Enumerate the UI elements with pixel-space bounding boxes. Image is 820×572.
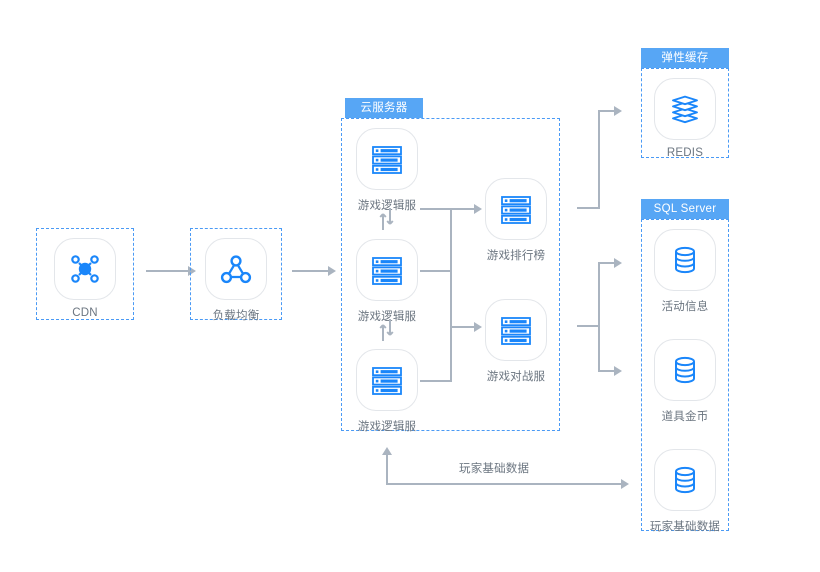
node-rank-server-label: 游戏排行榜 [486, 250, 546, 262]
node-logic-server-2-label: 游戏逻辑服 [357, 311, 417, 323]
edge-battle-to-sql-stub [577, 325, 600, 327]
load-balancer-icon [220, 255, 252, 284]
server-rack-icon [501, 317, 531, 345]
node-logic-server-3-label: 游戏逻辑服 [357, 421, 417, 433]
battle-server-tile [485, 299, 547, 361]
group-redis [641, 68, 729, 158]
edge-logic-bus [450, 208, 452, 382]
redis-tile [654, 78, 716, 140]
edge-playerdata-riser [386, 455, 388, 485]
sync-bidirectional-icon-2 [379, 319, 394, 341]
logic-server-1-tile [356, 128, 418, 190]
itemcoin-db-tile [654, 339, 716, 401]
node-activity-db-label: 活动信息 [661, 301, 709, 313]
group-ecs [341, 118, 560, 431]
group-cdn [36, 228, 134, 320]
edge-bus-to-battle-arrow [474, 322, 482, 332]
node-rank-server[interactable]: 游戏排行榜 [485, 178, 547, 263]
edge-playerdata-bottom-line [386, 483, 621, 485]
edge-bus-to-rank-arrow [474, 204, 482, 214]
node-itemcoin-db-label: 道具金币 [661, 411, 709, 423]
group-slb [190, 228, 282, 320]
load-balancer-tile [205, 238, 267, 300]
activity-db-tile [654, 229, 716, 291]
database-icon [675, 356, 695, 384]
group-redis-tab: 弹性缓存 [641, 48, 729, 68]
database-icon [675, 466, 695, 494]
node-cdn[interactable]: CDN [54, 238, 116, 319]
group-sqlserver [641, 219, 729, 531]
node-logic-server-3[interactable]: 游戏逻辑服 [356, 349, 418, 434]
node-battle-server-label: 游戏对战服 [486, 371, 546, 383]
edge-battle-to-sql-riser [598, 262, 600, 372]
edge-logic2-stub [420, 270, 452, 272]
group-sqlserver-tab: SQL Server [641, 199, 729, 219]
edge-rank-to-redis-arrow [614, 106, 622, 116]
node-logic-server-1[interactable]: 游戏逻辑服 [356, 128, 418, 213]
edge-bus-to-rank-line [450, 208, 474, 210]
cdn-tile [54, 238, 116, 300]
node-battle-server[interactable]: 游戏对战服 [485, 299, 547, 384]
server-rack-icon [372, 257, 402, 285]
server-rack-icon [501, 196, 531, 224]
sync-bidirectional-icon-1 [379, 208, 394, 230]
node-redis-label: REDIS [666, 147, 704, 159]
node-load-balancer[interactable]: 负载均衡 [205, 238, 267, 323]
node-load-balancer-label: 负载均衡 [212, 310, 260, 322]
edge-rank-to-redis-riser [598, 110, 600, 209]
edge-slb-to-ecs-line [292, 270, 328, 272]
edge-bus-to-battle-line [450, 326, 474, 328]
node-redis[interactable]: REDIS [654, 78, 716, 159]
node-logic-server-1-label: 游戏逻辑服 [357, 200, 417, 212]
edge-logic1-stub [420, 208, 452, 210]
edge-rank-to-redis-line [598, 110, 614, 112]
playerdata-db-tile [654, 449, 716, 511]
cdn-network-icon [71, 255, 99, 283]
node-activity-db[interactable]: 活动信息 [654, 229, 716, 314]
edge-battle-to-activity-line [598, 262, 614, 264]
rank-server-tile [485, 178, 547, 240]
edge-slb-to-ecs-arrow [328, 266, 336, 276]
edge-playerdata-up-arrow [382, 447, 392, 455]
edge-battle-to-itemcoin-line [598, 370, 614, 372]
server-rack-icon [372, 146, 402, 174]
node-playerdata-db-label: 玩家基础数据 [649, 521, 721, 533]
edge-rank-to-redis-stub [577, 207, 600, 209]
logic-server-3-tile [356, 349, 418, 411]
edge-logic3-stub [420, 380, 452, 382]
logic-server-2-tile [356, 239, 418, 301]
server-rack-icon [372, 367, 402, 395]
edge-playerdata-right-arrow [621, 479, 629, 489]
database-icon [675, 246, 695, 274]
node-cdn-label: CDN [72, 307, 98, 319]
edge-cdn-to-slb-line [146, 270, 188, 272]
redis-stack-icon [672, 95, 698, 124]
edge-cdn-to-slb-arrow [188, 266, 196, 276]
edge-battle-to-activity-arrow [614, 258, 622, 268]
node-itemcoin-db[interactable]: 道具金币 [654, 339, 716, 424]
group-ecs-tab: 云服务器 [345, 98, 423, 118]
node-playerdata-db[interactable]: 玩家基础数据 [650, 449, 720, 534]
edge-battle-to-itemcoin-arrow [614, 366, 622, 376]
node-logic-server-2[interactable]: 游戏逻辑服 [356, 239, 418, 324]
edge-playerdata-label: 玩家基础数据 [459, 463, 530, 475]
